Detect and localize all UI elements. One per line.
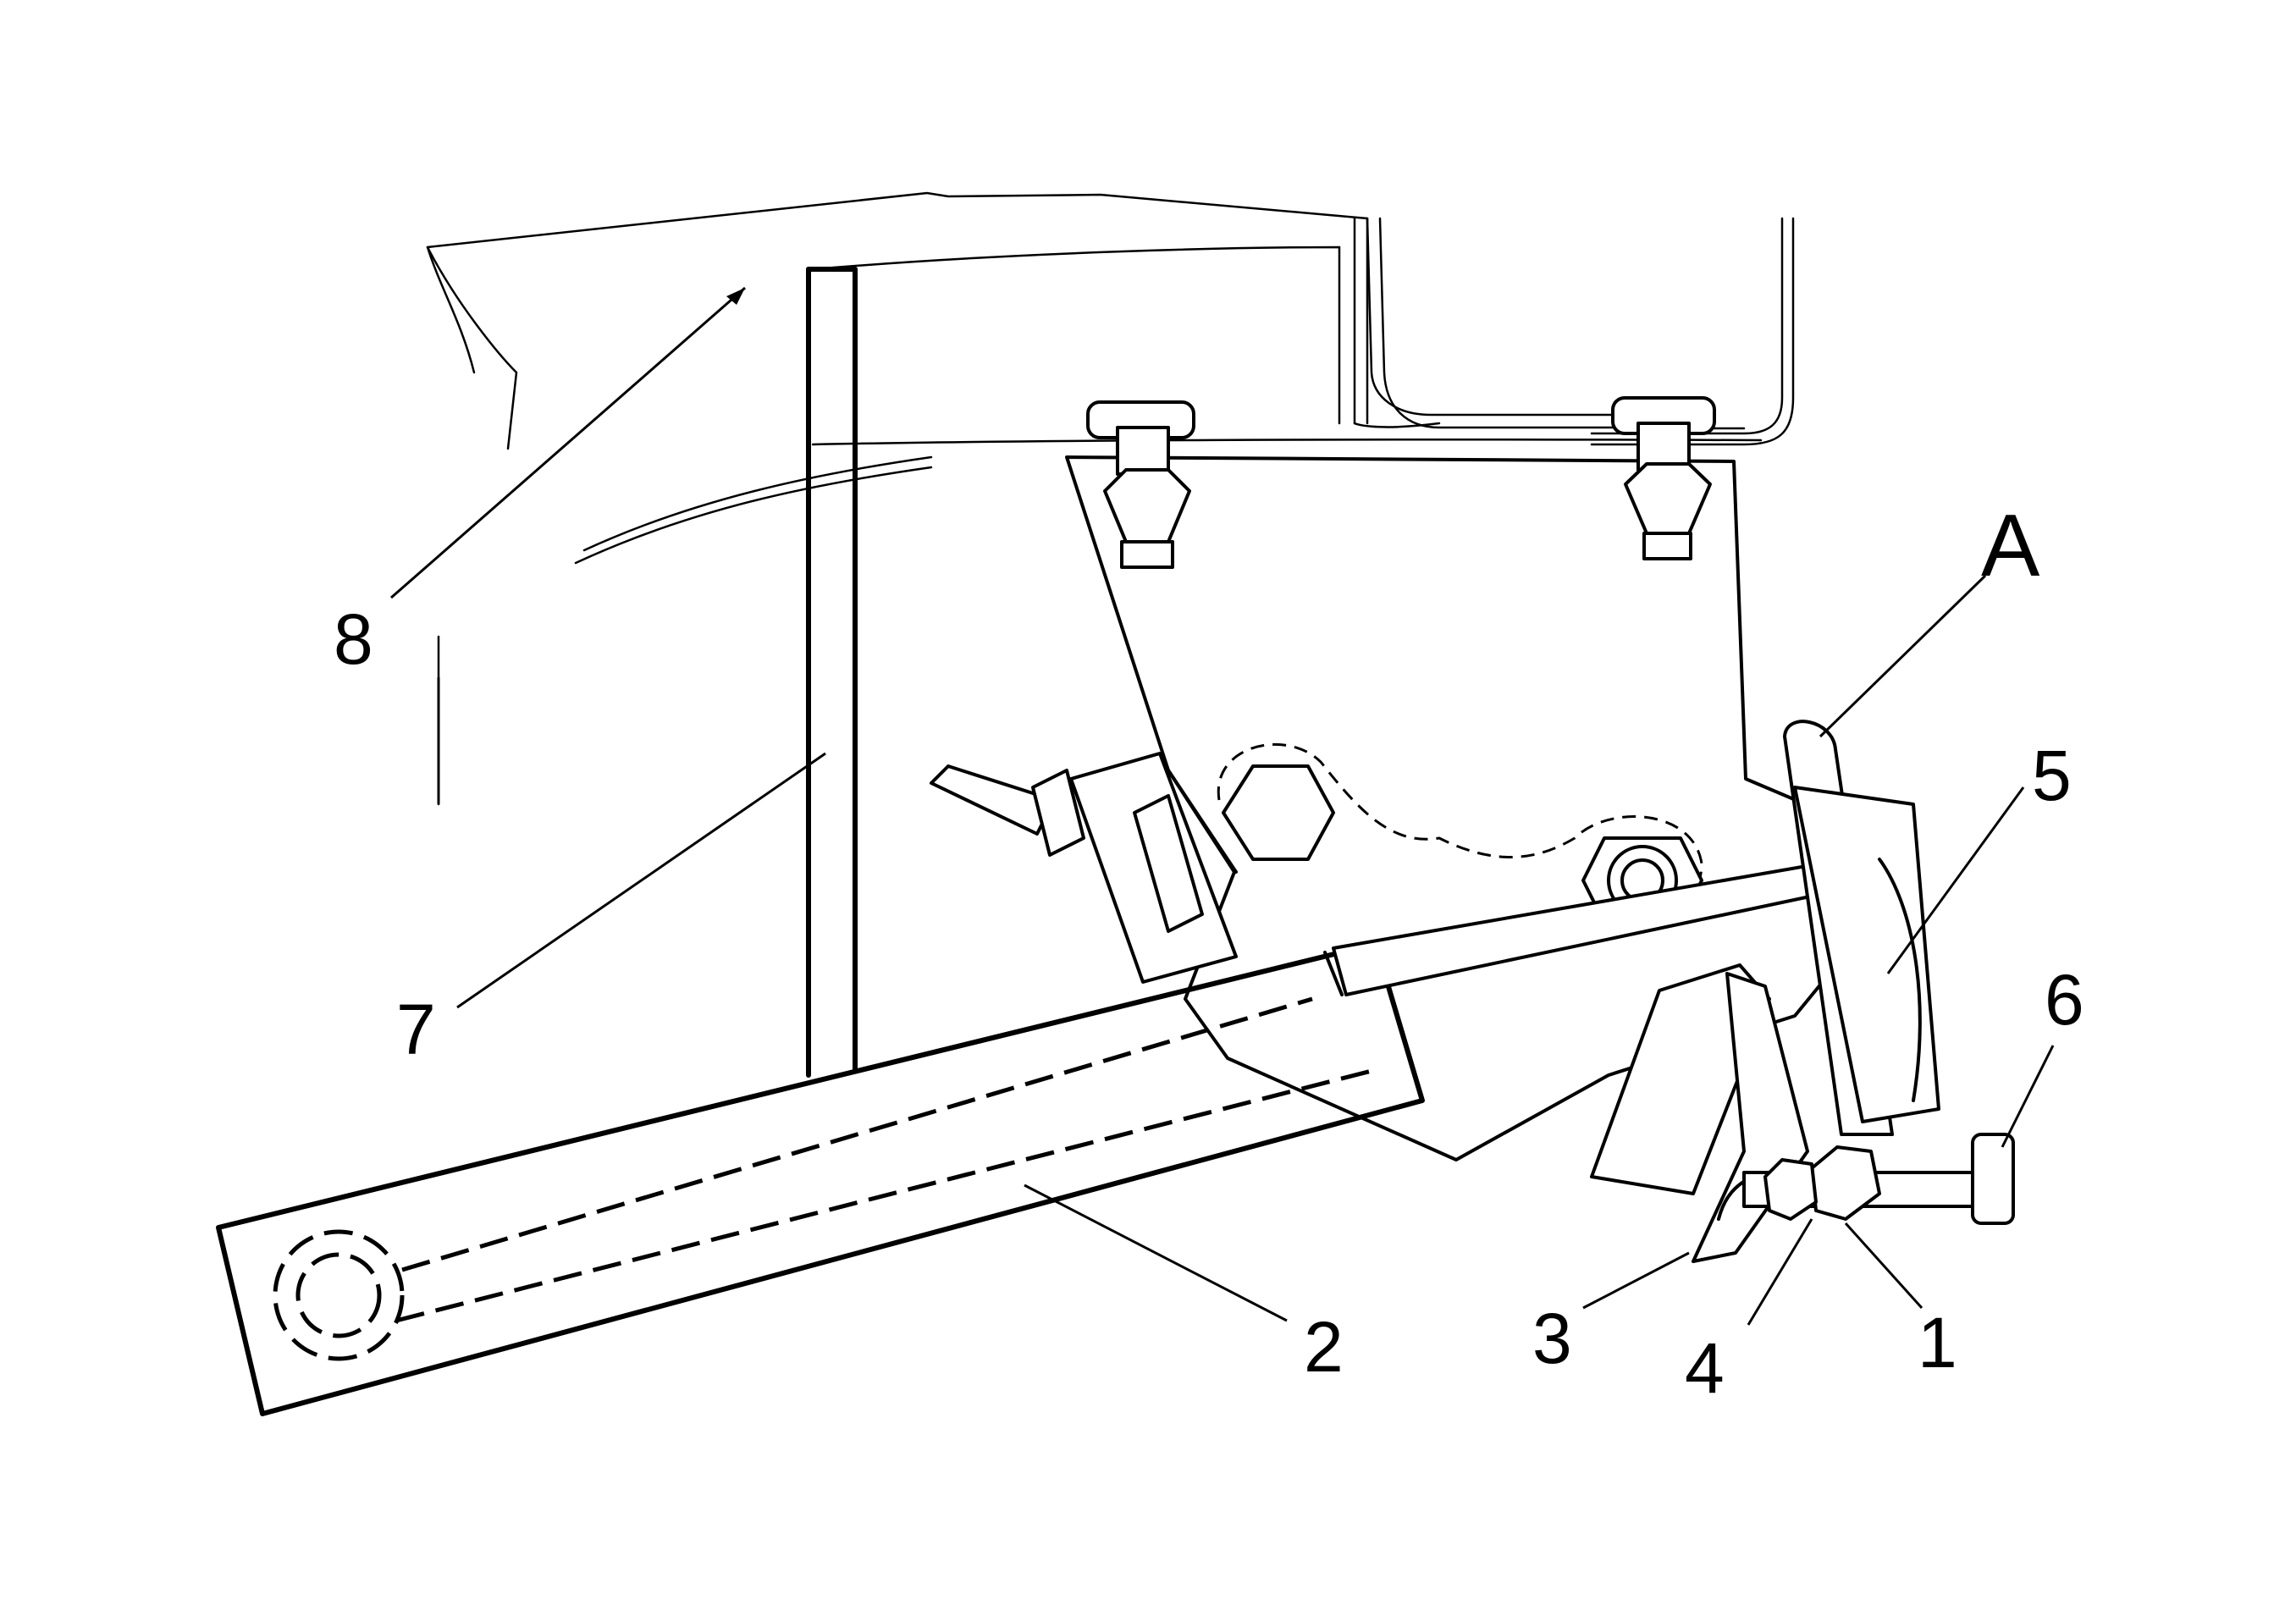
upper-left-bolt xyxy=(1086,400,1195,569)
lever-arm-a xyxy=(1783,720,1940,1136)
leader-7 xyxy=(456,752,826,1009)
callout-8: 8 xyxy=(334,599,373,679)
sensor-unit xyxy=(930,752,1238,984)
leader-2 xyxy=(1024,1183,1288,1322)
link-arm-box xyxy=(216,941,1425,1416)
leader-3 xyxy=(1582,1251,1690,1310)
callout-labels: 8 7 2 3 4 1 5 6 A xyxy=(334,497,2084,1408)
leader-8 xyxy=(390,286,746,599)
leader-a xyxy=(1819,574,1987,738)
bracket-hex-nut xyxy=(1222,764,1335,861)
link-arm xyxy=(273,996,1372,1361)
mounting-bracket xyxy=(1065,455,1873,1161)
callout-3: 3 xyxy=(1532,1299,1572,1378)
leader-8-arrowhead xyxy=(726,288,745,305)
leader-6 xyxy=(2001,1045,2055,1148)
callout-5: 5 xyxy=(2032,736,2072,815)
callout-4: 4 xyxy=(1685,1328,1725,1408)
vertical-post xyxy=(806,267,858,1078)
adjusting-bolt xyxy=(1742,1133,2015,1225)
callout-1: 1 xyxy=(1918,1303,1957,1382)
leader-4 xyxy=(1747,1218,1813,1326)
callout-6: 6 xyxy=(2045,960,2084,1040)
upper-right-bolt xyxy=(1611,396,1716,560)
callout-2: 2 xyxy=(1304,1307,1344,1387)
callout-7: 7 xyxy=(396,990,436,1069)
leader-lines xyxy=(390,286,2055,1326)
callout-a: A xyxy=(1981,497,2040,595)
leader-1 xyxy=(1844,1222,1923,1310)
leader-5 xyxy=(1886,786,2025,974)
